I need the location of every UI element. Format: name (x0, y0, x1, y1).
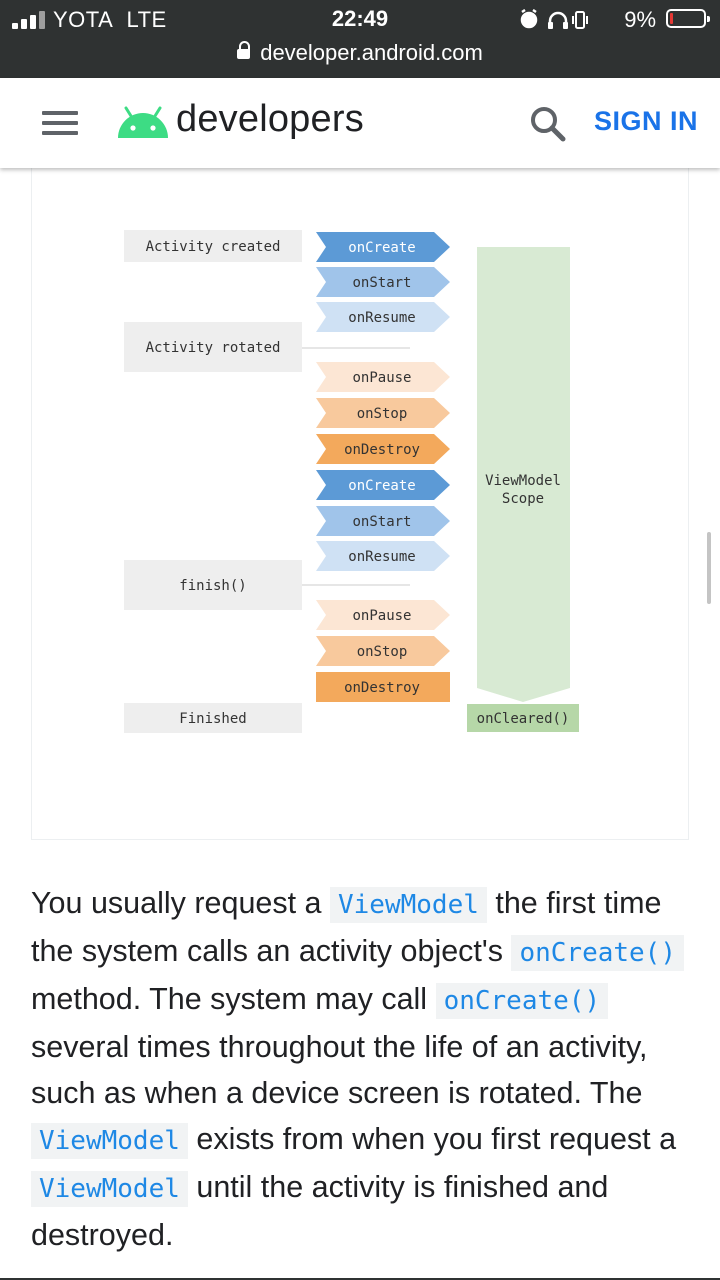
bottom-edge (0, 1278, 720, 1280)
alarm-icon (520, 9, 538, 29)
callback-arrow (316, 672, 450, 702)
oncleared-box (467, 704, 579, 732)
inline-code: onCreate() (435, 983, 609, 1019)
signal-icon (12, 11, 48, 29)
battery-icon (666, 9, 710, 28)
callback-arrow (316, 636, 450, 666)
text-segment: exists from when you first request a (187, 1122, 677, 1156)
callback-label: onResume (348, 549, 415, 565)
site-header: developers SIGN IN (0, 78, 720, 168)
text-segment: You usually request a (31, 886, 330, 920)
state-label: Activity created (146, 239, 281, 255)
inline-code: onCreate() (511, 935, 684, 971)
state-box (124, 560, 302, 610)
text-segment: the first time the system calls an activ… (31, 886, 662, 968)
callback-label: onStart (352, 514, 411, 530)
address-bar[interactable]: developer.android.com (0, 40, 720, 66)
state-label: Finished (179, 711, 246, 727)
lock-icon (237, 41, 251, 59)
state-box (124, 322, 302, 372)
battery-percent: 9% (624, 7, 656, 32)
callback-label: onCreate (348, 478, 415, 494)
callback-arrow (316, 398, 450, 428)
callback-label: onDestroy (344, 442, 420, 458)
state-box (124, 703, 302, 733)
scope-label: ViewModel (485, 473, 561, 489)
sign-in-button[interactable]: SIGN IN (594, 106, 699, 136)
callback-label: onStop (357, 644, 408, 660)
callback-arrow (316, 362, 450, 392)
callback-label: onCreate (348, 240, 415, 256)
search-icon[interactable] (528, 104, 568, 144)
callback-arrow (316, 600, 450, 630)
inline-code: ViewModel (31, 1171, 188, 1207)
status-bar: YOTA LTE 22:49 developer.android.com 9% (0, 0, 720, 78)
callback-arrow (316, 541, 450, 571)
carrier-name: YOTA (53, 7, 114, 32)
state-box (124, 230, 302, 262)
callback-label: onResume (348, 310, 415, 326)
page-scrollbar[interactable] (707, 532, 711, 604)
state-label: finish() (179, 578, 246, 594)
clock: 22:49 (331, 6, 389, 31)
callback-arrow (316, 506, 450, 536)
callback-arrow (316, 434, 450, 464)
body-paragraph: You usually request a ViewModel the firs… (31, 880, 691, 1258)
text-segment: several times throughout the life of an … (31, 1030, 648, 1110)
menu-button[interactable] (42, 109, 80, 137)
callback-arrow (316, 302, 450, 332)
android-logo-icon (118, 106, 168, 138)
callback-label: onStart (352, 275, 411, 291)
alarm-headphones-vibrate-icons (520, 9, 588, 29)
scope-label: Scope (502, 491, 544, 507)
logo-text[interactable]: developers (176, 98, 364, 140)
callback-label: onPause (352, 608, 411, 624)
callback-label: onPause (352, 370, 411, 386)
callback-label: onStop (357, 406, 408, 422)
callback-label: onDestroy (344, 680, 420, 696)
oncleared-label: onCleared() (477, 711, 570, 727)
vibrate-icon (572, 11, 588, 29)
text-segment: method. The system may call (31, 982, 436, 1016)
callback-arrow (316, 232, 450, 262)
inline-code: ViewModel (330, 887, 487, 923)
network-type: LTE (126, 7, 167, 32)
carrier-network: YOTA LTE (53, 7, 167, 33)
callback-arrow (316, 470, 450, 500)
callback-arrow (316, 267, 450, 297)
inline-code: ViewModel (31, 1123, 188, 1159)
viewmodel-scope-arrow (477, 247, 570, 702)
text-segment: until the activity is finished and destr… (31, 1170, 609, 1252)
state-label: Activity rotated (146, 340, 281, 356)
headphones-icon (548, 11, 568, 27)
url-text: developer.android.com (260, 40, 483, 65)
